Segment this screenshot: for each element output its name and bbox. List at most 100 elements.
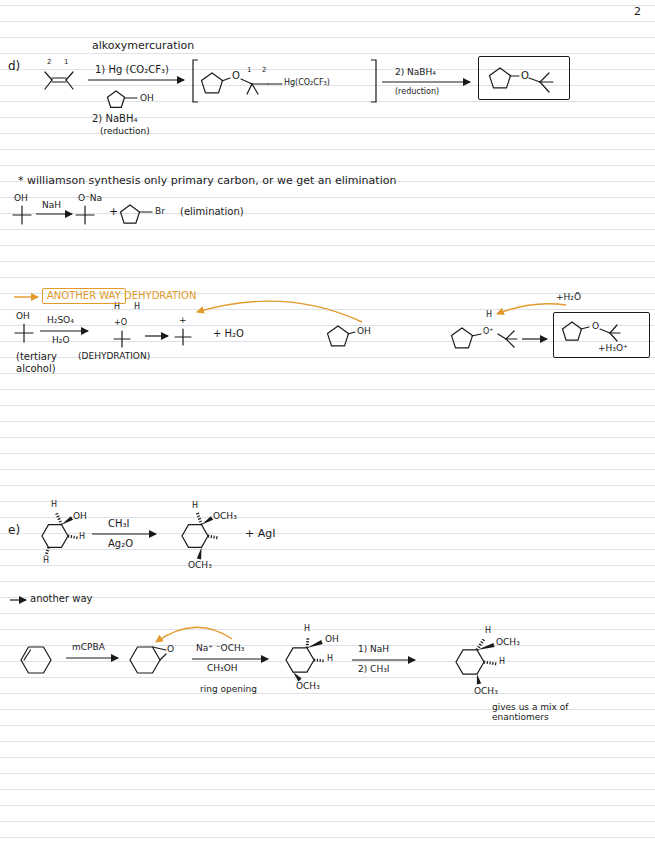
handwritten-label: 1 bbox=[247, 66, 251, 74]
bond-line bbox=[506, 338, 517, 339]
reaction-arrow bbox=[145, 335, 168, 336]
handwritten-label: NaH bbox=[42, 200, 61, 210]
handwritten-label: +H₂Ö bbox=[556, 292, 581, 302]
handwritten-label: CH₃OH bbox=[207, 663, 238, 673]
reaction-arrow bbox=[192, 658, 268, 659]
bond-line bbox=[506, 331, 514, 339]
handwritten-label: 2 bbox=[634, 6, 641, 19]
bond-line bbox=[125, 97, 137, 98]
handwritten-label: H bbox=[304, 624, 310, 633]
hash-bond bbox=[314, 660, 325, 661]
bond-line bbox=[247, 84, 252, 94]
cyclopentane-ring bbox=[121, 205, 140, 223]
bond-line bbox=[610, 325, 617, 333]
handwritten-label: 2 bbox=[47, 58, 51, 66]
cyclohexane-ring bbox=[456, 650, 484, 674]
bond-line bbox=[498, 334, 506, 339]
handwritten-label: O bbox=[167, 644, 174, 654]
cyclopentane-ring bbox=[490, 68, 511, 88]
handwritten-label: 2) NaBH₄ bbox=[92, 113, 137, 125]
hash-bond bbox=[46, 547, 49, 556]
handwritten-label: ring opening bbox=[200, 684, 257, 694]
handwritten-label: Na⁺ ⁻OCH₃ bbox=[196, 643, 244, 653]
handwritten-label: H bbox=[79, 532, 85, 541]
handwritten-label: OH bbox=[140, 93, 154, 103]
bond-line bbox=[140, 211, 152, 212]
bond-line bbox=[540, 81, 553, 82]
cyclohexane-ring bbox=[182, 525, 208, 548]
bond-line bbox=[241, 79, 252, 84]
cyclopentane-ring bbox=[328, 326, 349, 346]
handwritten-label: OH bbox=[16, 311, 30, 321]
box-text: O bbox=[521, 70, 529, 82]
cyclopentane-ring bbox=[107, 91, 124, 107]
reaction-arrow bbox=[522, 338, 547, 339]
handwritten-label: OH bbox=[325, 634, 339, 644]
bond-line bbox=[66, 80, 73, 89]
handwritten-label: mCPBA bbox=[72, 642, 105, 652]
handwritten-label: H bbox=[486, 310, 492, 319]
handwritten-label: Br bbox=[155, 206, 165, 216]
handwritten-label: alkoxymercuration bbox=[92, 40, 194, 53]
handwritten-label: OH bbox=[357, 326, 371, 336]
handwritten-label: + bbox=[109, 206, 118, 219]
bond-line bbox=[529, 78, 540, 82]
handwritten-label: 2) NaBH₄ bbox=[395, 67, 436, 77]
reaction-arrow bbox=[382, 81, 470, 82]
bond-line bbox=[52, 77, 66, 78]
bond-line bbox=[252, 83, 268, 84]
bond-line bbox=[13, 214, 31, 215]
reaction-arrow bbox=[88, 79, 184, 80]
bond-line bbox=[24, 650, 31, 660]
wedge-bond bbox=[307, 640, 323, 648]
bond-line bbox=[610, 333, 617, 341]
cyclohexane-ring bbox=[130, 647, 160, 673]
reaction-arrow bbox=[40, 330, 88, 331]
handwritten-label: (reduction) bbox=[100, 126, 150, 136]
handwritten-label: H bbox=[43, 556, 49, 565]
handwritten-label: OCH₃ bbox=[213, 511, 237, 521]
bond-line bbox=[600, 329, 610, 333]
wedge-bond bbox=[477, 674, 481, 684]
box-text: O bbox=[592, 321, 599, 331]
handwritten-label: gives us a mix of enantiomers bbox=[492, 702, 617, 723]
box-text: +H₃O⁺ bbox=[598, 343, 628, 353]
bond-line bbox=[610, 332, 620, 333]
handwritten-label: H₂O bbox=[52, 335, 69, 345]
bond-line bbox=[52, 81, 66, 82]
bond-line bbox=[348, 332, 355, 334]
handwritten-label: OH bbox=[73, 511, 87, 521]
heading-box: ANOTHER WAY bbox=[42, 288, 126, 304]
handwritten-label: OCH₃ bbox=[296, 681, 320, 691]
handwritten-label: OCH₃ bbox=[496, 637, 520, 647]
handwritten-label: + AgI bbox=[245, 528, 275, 541]
handwritten-label: H bbox=[485, 626, 491, 635]
cyclopentane-ring bbox=[452, 328, 473, 348]
bond-line bbox=[510, 75, 519, 76]
bond-line bbox=[153, 647, 167, 650]
bond-line bbox=[45, 80, 52, 89]
bracket bbox=[193, 60, 198, 102]
hash-bond bbox=[484, 662, 497, 664]
product-box: O bbox=[478, 56, 570, 100]
handwritten-label: Ag₂O bbox=[108, 538, 133, 550]
handwritten-label: O⁻Na bbox=[78, 193, 102, 203]
handwritten-label: + H₂O bbox=[213, 328, 244, 340]
reaction-arrow bbox=[92, 533, 156, 534]
bond-line bbox=[268, 83, 282, 84]
handwritten-label: H bbox=[327, 654, 333, 663]
bond-line bbox=[160, 654, 166, 660]
hash-bond bbox=[56, 512, 62, 525]
handwritten-label: H bbox=[192, 501, 198, 510]
wedge-bond bbox=[197, 547, 202, 559]
bond-line bbox=[76, 214, 94, 215]
handwritten-label: another way bbox=[30, 593, 93, 605]
handwritten-label: DEHYDRATION bbox=[124, 290, 196, 302]
bond-line bbox=[15, 332, 33, 333]
wedge-bond bbox=[293, 672, 302, 681]
hash-bond bbox=[208, 536, 219, 538]
bond-line bbox=[66, 72, 73, 80]
handwritten-label: 1 bbox=[64, 58, 68, 66]
wedge-bond bbox=[477, 643, 495, 650]
